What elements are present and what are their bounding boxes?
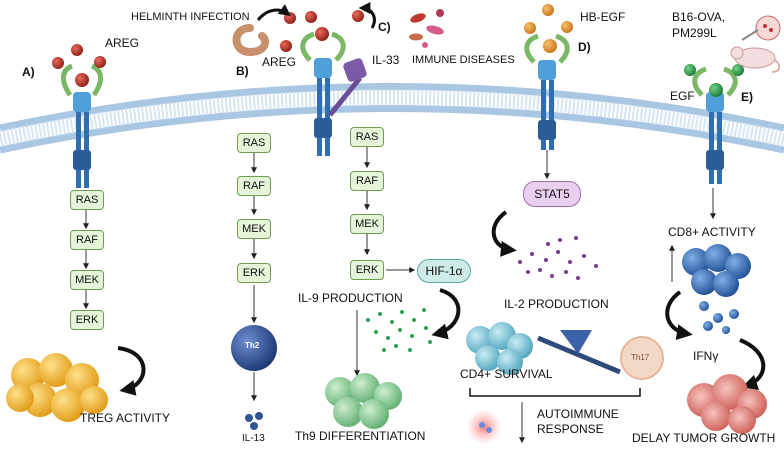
receptor-e	[692, 66, 738, 184]
label-th9-differentiation: Th9 DIFFERENTIATION	[295, 429, 426, 443]
label-immune-diseases: IMMUNE DISEASES	[412, 54, 515, 66]
il2-molecules	[518, 236, 598, 280]
receptor-a	[61, 63, 103, 188]
panel-letter-e: E)	[741, 90, 753, 104]
immune-disease-microbes-icon	[409, 9, 444, 48]
label-delay-tumor-growth: DELAY TUMOR GROWTH	[632, 431, 776, 445]
cascade-c-raf: RAF	[350, 171, 384, 191]
panel-letter-d: D)	[578, 40, 591, 54]
ifng-molecules	[699, 301, 739, 334]
label-response: RESPONSE	[537, 422, 604, 436]
mouse-model-icon	[730, 15, 781, 73]
curved-arrows	[117, 210, 766, 396]
cd8-cell-cluster	[682, 244, 751, 297]
cascade-b-raf: RAF	[237, 176, 271, 196]
label-th17: Th17	[631, 353, 650, 362]
cascade-a-erk: ERK	[70, 310, 104, 330]
receptor-bc	[300, 31, 346, 156]
label-il9-production: IL-9 PRODUCTION	[298, 291, 403, 305]
cascade-arrows-e	[669, 188, 716, 282]
treg-cell-cluster	[6, 353, 108, 422]
cd4-cell-cluster	[466, 322, 533, 375]
label-th2: Th2	[245, 341, 260, 350]
cascade-b-mek: MEK	[237, 219, 271, 239]
label-cd8-activity: CD8+ ACTIVITY	[668, 225, 756, 239]
areg-ligands-b	[280, 10, 364, 52]
cd4-bracket	[469, 388, 641, 397]
label-il2-production: IL-2 PRODUCTION	[504, 297, 609, 311]
panel-letter-b: B)	[236, 64, 249, 78]
th9-cell-cluster	[325, 373, 402, 429]
egf-ligands	[684, 64, 744, 97]
receptor-d	[524, 33, 570, 150]
cascade-c-erk: ERK	[350, 260, 384, 280]
label-helminth-infection: HELMINTH INFECTION	[131, 11, 250, 23]
cascade-a-raf: RAF	[70, 230, 104, 250]
label-cd4-survival: CD4+ SURVIVAL	[460, 367, 553, 381]
label-ifng: IFNγ	[693, 349, 719, 363]
label-areg-a: AREG	[105, 36, 140, 50]
label-pm299l: PM299L	[672, 26, 717, 40]
cascade-b-erk: ERK	[237, 263, 271, 283]
label-autoimmune: AUTOIMMUNE	[537, 407, 619, 421]
cascade-a-ras: RAS	[70, 190, 104, 210]
il9-molecules	[366, 308, 432, 352]
tumor-mass	[687, 374, 767, 434]
label-egf: EGF	[670, 89, 695, 103]
panel-letter-a: A)	[22, 65, 35, 79]
cascade-b-ras: RAS	[237, 133, 271, 153]
cascade-c-mek: MEK	[350, 214, 384, 234]
il13-molecules	[245, 412, 263, 430]
cascade-c-ras: RAS	[350, 127, 384, 147]
label-il13: IL-13	[242, 433, 265, 444]
hbegf-ligands	[524, 4, 573, 53]
label-il33: IL-33	[372, 53, 400, 67]
stat5-box: STAT5	[523, 181, 581, 207]
helminth-worm-icon	[232, 24, 270, 57]
label-areg-b: AREG	[262, 55, 297, 69]
autoimmune-glow	[466, 409, 502, 445]
hif1a-box: HIF-1α	[417, 259, 471, 283]
label-hbegf: HB-EGF	[580, 10, 626, 24]
cascade-a-mek: MEK	[70, 270, 104, 290]
panel-letter-c: C)	[378, 20, 391, 34]
balance-scale	[537, 330, 621, 375]
label-b16-ova: B16-OVA,	[672, 10, 726, 24]
th2-cell	[231, 325, 277, 371]
label-treg-activity: TREG ACTIVITY	[80, 411, 171, 425]
th17-cell	[620, 336, 664, 380]
il33-receptor	[328, 58, 367, 117]
trigger-arrows-bc	[256, 2, 376, 29]
cascade-arrows-d	[519, 150, 550, 444]
cell-membrane	[0, 83, 784, 154]
cascade-arrows-c	[354, 147, 416, 377]
areg-ligands-a	[52, 44, 106, 87]
